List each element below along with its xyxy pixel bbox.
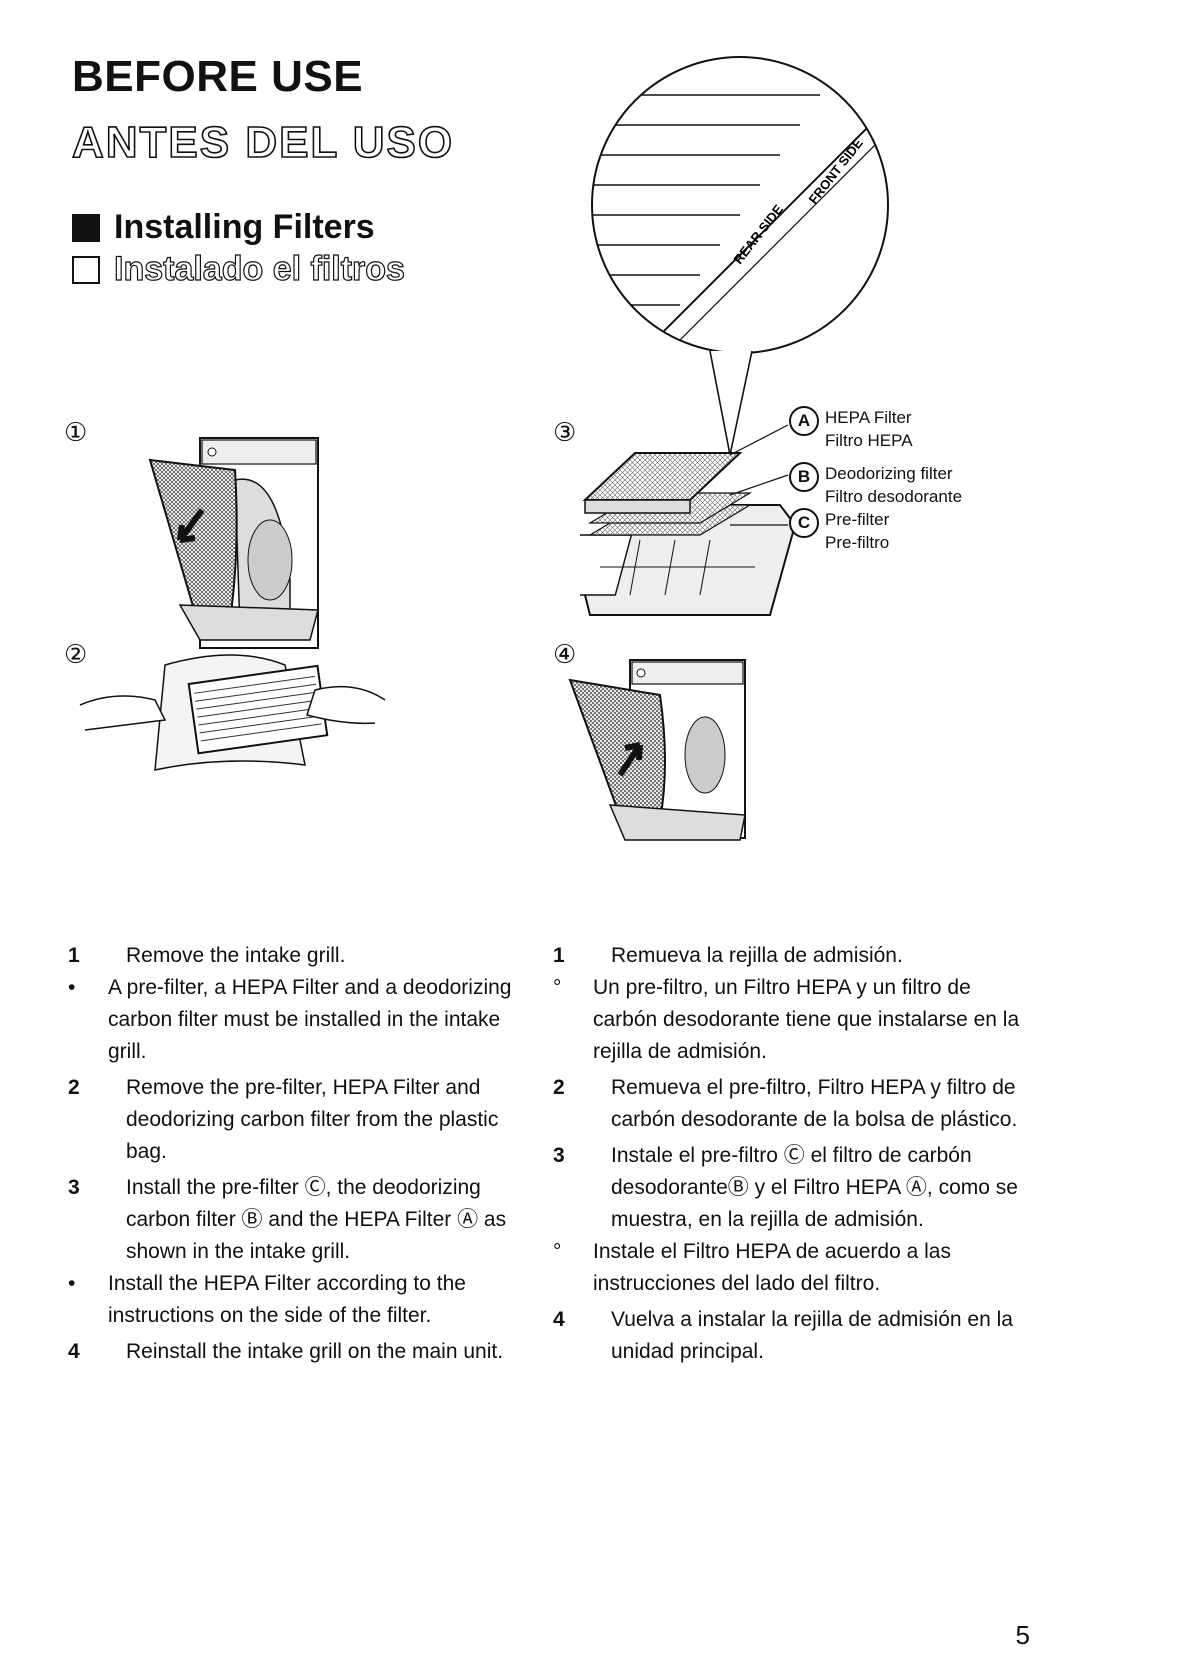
callout-hepa-en: HEPA Filter	[825, 408, 912, 427]
callout-letter-c: C	[789, 508, 819, 538]
page-title-spanish: ANTES DEL USO	[71, 117, 455, 168]
open-square-icon	[72, 255, 100, 284]
callout-hepa-es: Filtro HEPA	[825, 431, 913, 450]
unpack-filters-illustration	[79, 654, 386, 771]
section-title-spanish: Instalado el filtros	[113, 249, 405, 288]
step-marker-4: ④	[553, 640, 577, 670]
remove-grill-illustration	[148, 437, 319, 649]
callout-deodorizing: B Deodorizing filter Filtro desodorante	[789, 462, 962, 508]
instruction-note: •Install the HEPA Filter according to th…	[68, 1272, 466, 1327]
instruction-note: •A pre-filter, a HEPA Filter and a deodo…	[68, 976, 512, 1063]
arrow-icon	[177, 508, 205, 543]
callout-deodorizing-es: Filtro desodorante	[825, 487, 963, 506]
callout-deodorizing-en: Deodorizing filter	[825, 464, 953, 483]
section-heading-spanish: Instalado el filtros	[72, 249, 406, 289]
instruction-note: °Un pre-filtro, un Filtro HEPA y un filt…	[553, 976, 1020, 1063]
step-marker-3: ③	[553, 418, 577, 448]
page-title: BEFORE USE	[72, 52, 364, 101]
callout-letter-b: B	[789, 462, 819, 492]
callout-letter-a: A	[789, 406, 819, 436]
arrow-icon	[617, 742, 643, 777]
callout-prefilter-es: Pre-filtro	[825, 533, 890, 552]
filled-square-icon	[72, 213, 100, 242]
callout-hepa: A HEPA Filter Filtro HEPA	[789, 406, 913, 452]
callout-prefilter-en: Pre-filter	[825, 510, 890, 529]
instruction-note: °Instale el Filtro HEPA de acuerdo a las…	[553, 1240, 951, 1295]
step-marker-2: ②	[64, 640, 88, 670]
callout-prefilter: C Pre-filter Pre-filtro	[789, 508, 889, 554]
section-heading: Installing Filters	[72, 208, 375, 247]
step-marker-1: ①	[64, 418, 88, 448]
reinstall-grill-illustration	[568, 659, 746, 841]
page-number: 5	[1015, 1620, 1030, 1650]
section-title: Installing Filters	[114, 208, 375, 246]
filter-layers-illustration: REAR SIDE FRONT SIDE	[580, 56, 889, 616]
